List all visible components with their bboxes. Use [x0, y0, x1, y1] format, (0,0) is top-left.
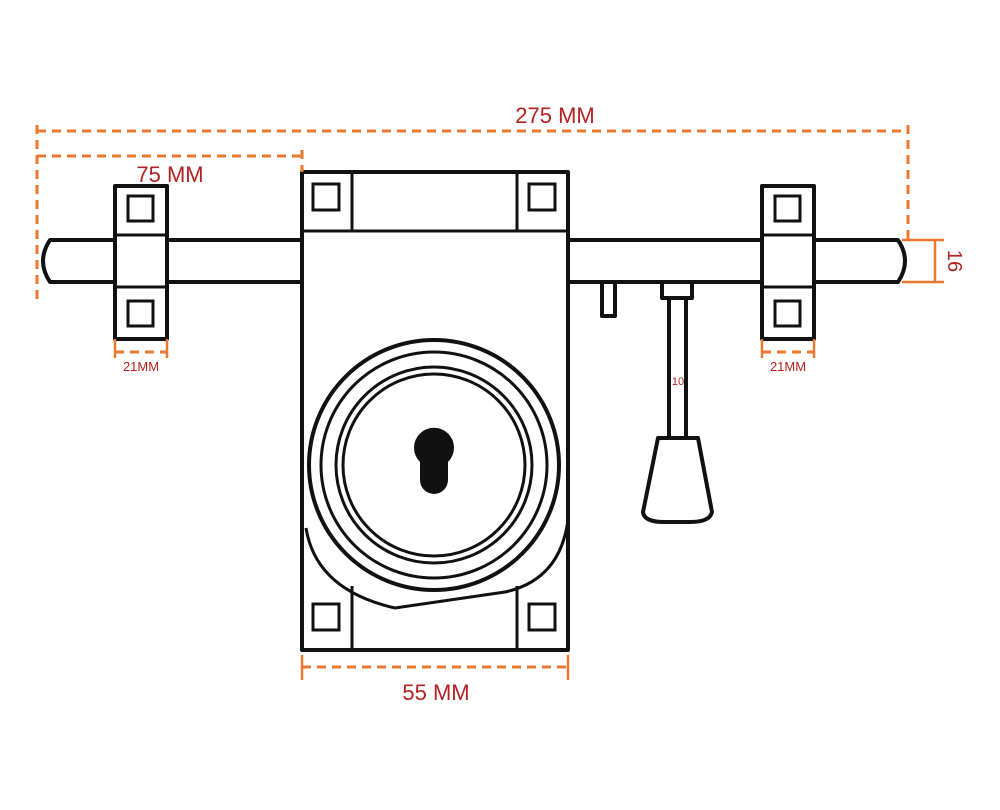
stopper-pin — [600, 280, 617, 318]
dimension-overall-length-label: 275 MM — [515, 103, 594, 128]
body-top-left-screw-hole — [311, 182, 341, 212]
dimension-overall-length: 275 MM — [35, 103, 910, 305]
left-bracket-bottom-screw-hole — [126, 299, 155, 328]
body-bottom-left-screw-hole — [311, 602, 341, 632]
right-bracket-top-screw-hole — [773, 194, 802, 223]
body-top-right-screw-hole — [527, 182, 557, 212]
dimension-left-bracket-width: 21MM — [113, 339, 169, 374]
key-cylinder — [307, 338, 561, 592]
dimension-right-bracket-width: 21MM — [760, 339, 816, 374]
dimension-bracket-offset: 75 MM — [37, 150, 304, 187]
dimension-bracket-offset-label: 75 MM — [136, 162, 203, 187]
dimension-body-width: 55 MM — [300, 655, 570, 705]
dimension-bar-diameter: 16 — [902, 238, 965, 284]
dimension-right-bracket-width-label: 21MM — [770, 359, 806, 374]
left-bracket-top-screw-hole — [126, 194, 155, 223]
dimension-body-width-label: 55 MM — [402, 680, 469, 705]
right-bracket — [760, 184, 816, 341]
left-bracket — [113, 184, 169, 341]
keyhole-icon — [414, 427, 455, 494]
handle — [641, 280, 714, 524]
dimension-bar-diameter-label: 16 — [943, 250, 965, 272]
dimension-handle-stem-label: 10 — [672, 376, 684, 388]
dimension-left-bracket-width-label: 21MM — [123, 359, 159, 374]
right-bracket-bottom-screw-hole — [773, 299, 802, 328]
body-bottom-right-screw-hole — [527, 602, 557, 632]
handle-stem — [667, 296, 688, 440]
handle-knob — [641, 436, 714, 524]
